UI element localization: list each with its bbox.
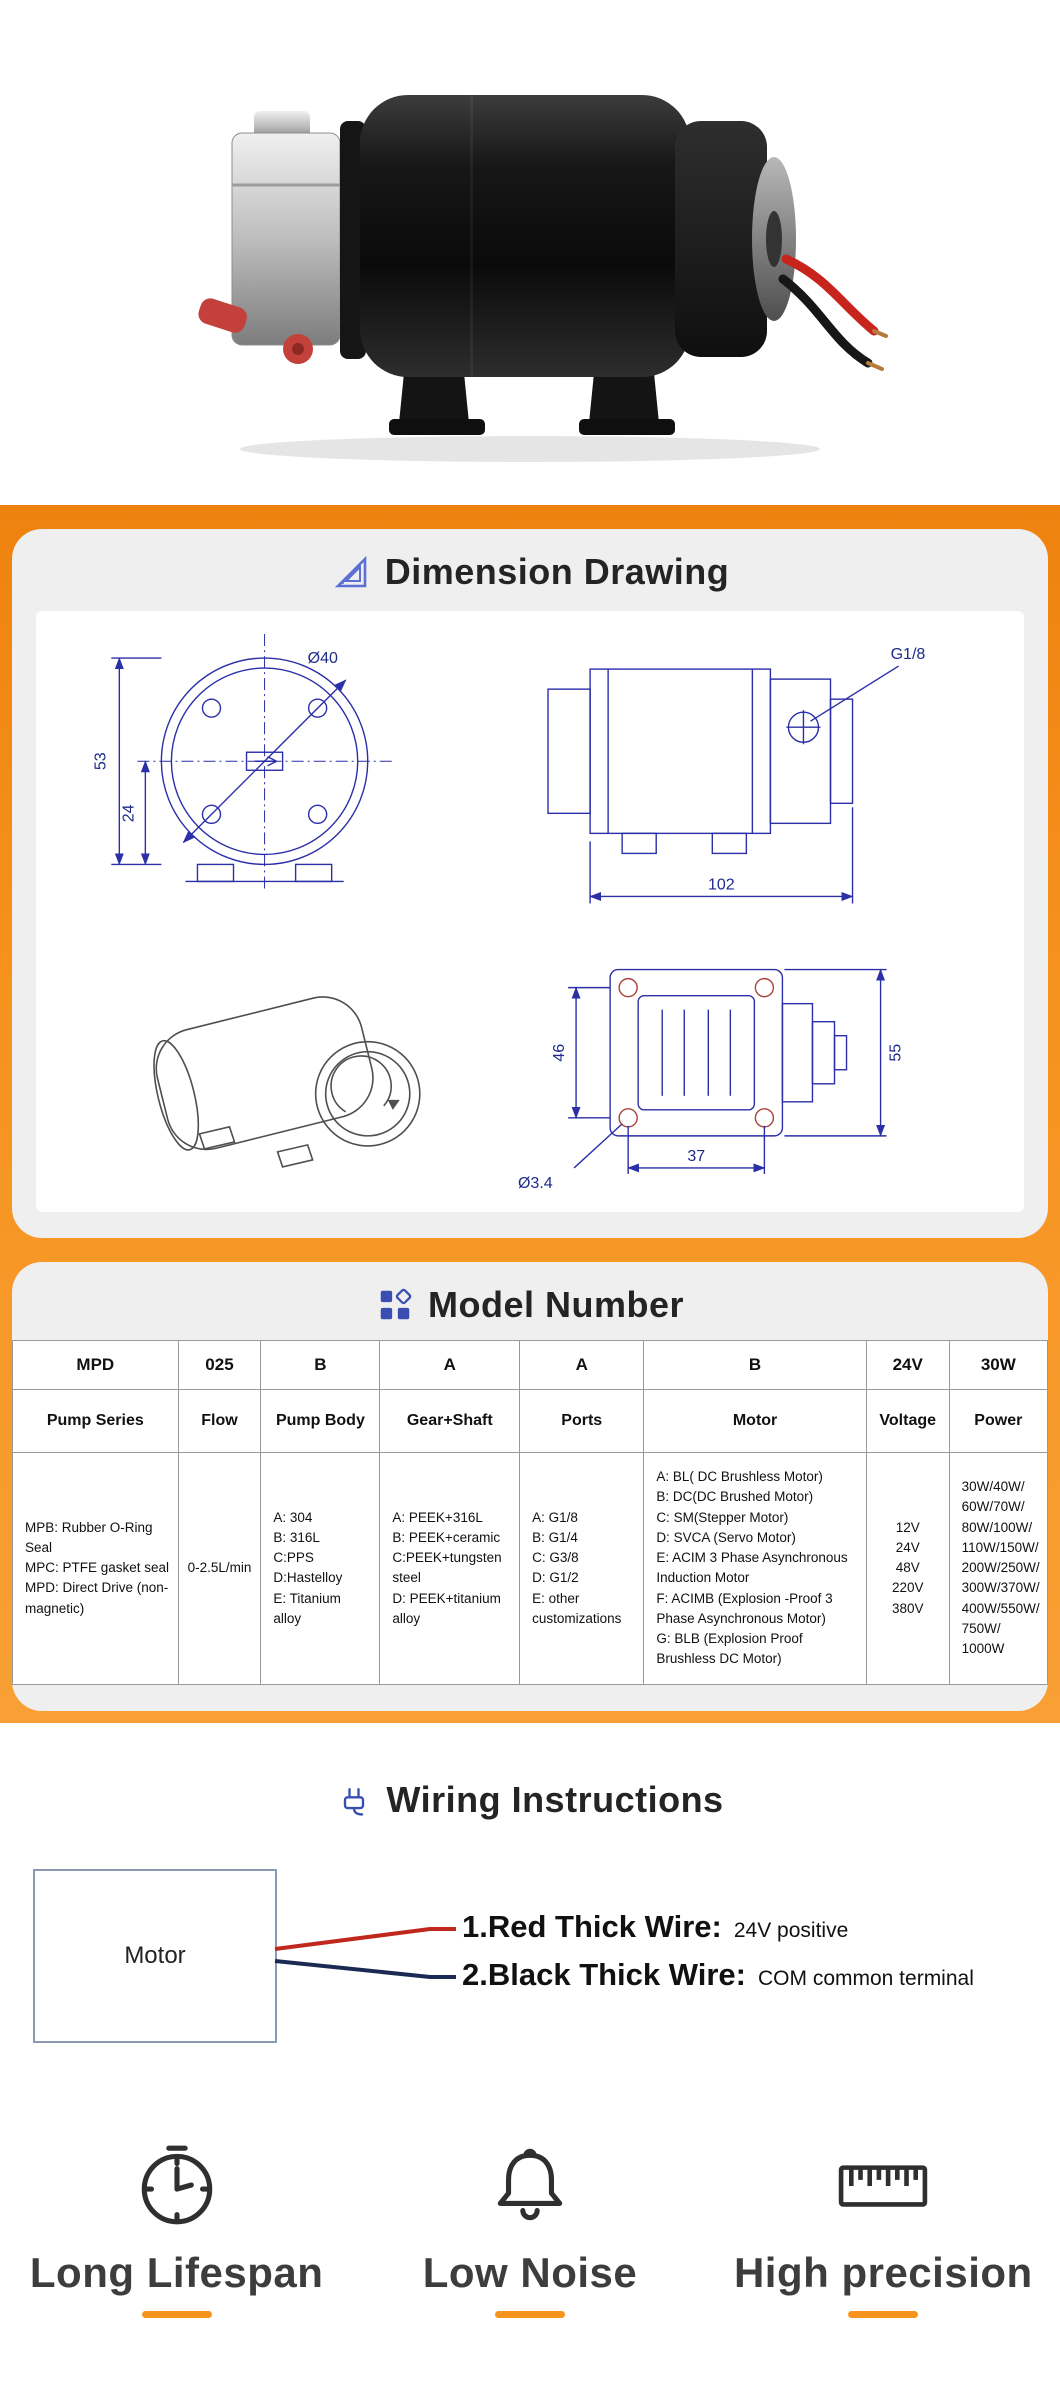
- ruler-icon: [831, 2137, 935, 2233]
- header-voltage: Voltage: [865, 1389, 950, 1453]
- triangle-ruler-icon: [331, 552, 371, 592]
- feature-underline: [848, 2310, 919, 2318]
- header-gear-shaft: Gear+Shaft: [379, 1389, 521, 1453]
- dim-label-37: 37: [687, 1147, 705, 1165]
- dim-label-24: 24: [119, 804, 137, 822]
- feature-low-noise: Low Noise: [353, 2137, 706, 2376]
- dimension-drawing: Ø40 53 24 G1/8 102 46 55 Ø3.4 37: [91, 634, 925, 1192]
- clock-icon: [131, 2137, 223, 2233]
- power-wires: [778, 254, 888, 371]
- wiring-section: Wiring Instructions Motor 1.Red Thick Wi…: [0, 1722, 1060, 2093]
- dimension-drawing-panel: Ø40 53 24 G1/8 102 46 55 Ø3.4 37: [36, 611, 1024, 1212]
- feature-label: Low Noise: [422, 2248, 638, 2296]
- dim-label-55: 55: [887, 1044, 905, 1062]
- header-pump-body: Pump Body: [260, 1389, 381, 1453]
- model-header-row: Pump Series Flow Pump Body Gear+Shaft Po…: [12, 1389, 1048, 1453]
- red-port-fittings: [198, 297, 313, 364]
- content-area: Dimension Drawing: [0, 505, 1060, 1723]
- dim-label-53: 53: [91, 752, 109, 770]
- header-ports: Ports: [519, 1389, 645, 1453]
- model-number-card: Model Number MPD 025 B A A B 24V 30W: [12, 1262, 1048, 1711]
- wiring-section-title: Wiring Instructions: [386, 1778, 724, 1820]
- code-motor: B: [643, 1340, 867, 1390]
- dim-label-102: 102: [708, 875, 735, 893]
- black-wire-annotation: 2.Black Thick Wire: COM common terminal: [462, 1957, 974, 1993]
- detail-power: 30W/40W/ 60W/70W/ 80W/100W/ 110W/150W/ 2…: [948, 1452, 1048, 1685]
- code-pump-series: MPD: [12, 1340, 179, 1390]
- dim-label-g18: G1/8: [891, 645, 926, 663]
- rear-view-drawing: [568, 968, 887, 1174]
- model-section-title: Model Number: [427, 1284, 684, 1325]
- features-section: Long Lifespan Low Noise: [0, 2092, 1060, 2389]
- header-flow: Flow: [177, 1389, 262, 1453]
- feature-label: High precision: [733, 2248, 1033, 2296]
- dim-label-diameter40: Ø40: [308, 649, 338, 667]
- detail-pump-series: MPB: Rubber O-Ring Seal MPC: PTFE gasket…: [12, 1452, 179, 1685]
- red-wire-value: 24V positive: [733, 1918, 849, 1942]
- feature-underline: [141, 2310, 212, 2318]
- header-pump-series: Pump Series: [12, 1389, 179, 1453]
- code-voltage: 24V: [865, 1340, 950, 1390]
- red-wire-label: 1.Red Thick Wire:: [462, 1908, 722, 1944]
- code-flow: 025: [177, 1340, 262, 1390]
- wiring-diagram: Motor 1.Red Thick Wire: 24V positive 2.B…: [0, 1857, 1060, 2087]
- dim-label-46: 46: [550, 1044, 568, 1062]
- dimension-labels: Ø40 53 24 G1/8 102 46 55 Ø3.4 37: [91, 645, 925, 1192]
- red-wire-line: [274, 1926, 456, 1951]
- product-photo-section: [0, 0, 1060, 505]
- header-motor: Motor: [643, 1389, 867, 1453]
- model-title-row: Model Number: [12, 1262, 1048, 1340]
- feature-high-precision: High precision: [707, 2137, 1060, 2376]
- header-power: Power: [948, 1389, 1048, 1453]
- dimension-section-title: Dimension Drawing: [384, 551, 730, 592]
- code-pump-body: B: [260, 1340, 381, 1390]
- bell-icon: [484, 2137, 576, 2233]
- detail-pump-body: A: 304 B: 316L C:PPS D:Hastelloy E: Tita…: [260, 1452, 381, 1685]
- detail-ports: A: G1/8 B: G1/4 C: G3/8 D: G1/2 E: other…: [519, 1452, 645, 1685]
- wiring-title-row: Wiring Instructions: [0, 1757, 1060, 1835]
- dimension-drawing-card: Dimension Drawing: [12, 529, 1048, 1238]
- code-ports: A: [519, 1340, 645, 1390]
- front-view-drawing: [111, 634, 392, 889]
- black-wire-value: COM common terminal: [758, 1966, 974, 1990]
- red-wire-annotation: 1.Red Thick Wire: 24V positive: [462, 1909, 848, 1945]
- product-photo: [198, 94, 888, 462]
- pump-feet: [389, 362, 675, 435]
- black-wire-label: 2.Black Thick Wire:: [462, 1956, 746, 1992]
- wiring-plug-icon: [336, 1782, 372, 1818]
- feature-long-lifespan: Long Lifespan: [0, 2137, 353, 2376]
- grid-icon: [376, 1286, 414, 1324]
- dim-label-diameter34: Ø3.4: [518, 1174, 553, 1192]
- black-wire-line: [274, 1958, 456, 1979]
- motor-box: Motor: [33, 1868, 277, 2043]
- detail-flow: 0-2.5L/min: [177, 1452, 262, 1685]
- code-gear-shaft: A: [379, 1340, 521, 1390]
- model-code-row: MPD 025 B A A B 24V 30W: [12, 1340, 1048, 1390]
- feature-underline: [494, 2310, 565, 2318]
- model-number-table: MPD 025 B A A B 24V 30W Pump Series Flow…: [12, 1340, 1048, 1685]
- detail-motor: A: BL( DC Brushless Motor) B: DC(DC Brus…: [643, 1452, 867, 1685]
- side-view-drawing: [547, 665, 899, 904]
- feature-label: Long Lifespan: [29, 2248, 324, 2296]
- wiring-lines: [274, 1926, 456, 1979]
- pump-head-silver: [231, 110, 341, 345]
- detail-voltage: 12V 24V 48V 220V 380V: [865, 1452, 950, 1685]
- pump-motor-body: [340, 94, 796, 377]
- detail-gear-shaft: A: PEEK+316L B: PEEK+ceramic C:PEEK+tung…: [379, 1452, 521, 1685]
- pump-shadow: [240, 435, 820, 462]
- isometric-view-drawing: [153, 996, 421, 1168]
- dimension-title-row: Dimension Drawing: [12, 529, 1048, 607]
- code-power: 30W: [948, 1340, 1048, 1390]
- model-detail-row: MPB: Rubber O-Ring Seal MPC: PTFE gasket…: [12, 1452, 1048, 1685]
